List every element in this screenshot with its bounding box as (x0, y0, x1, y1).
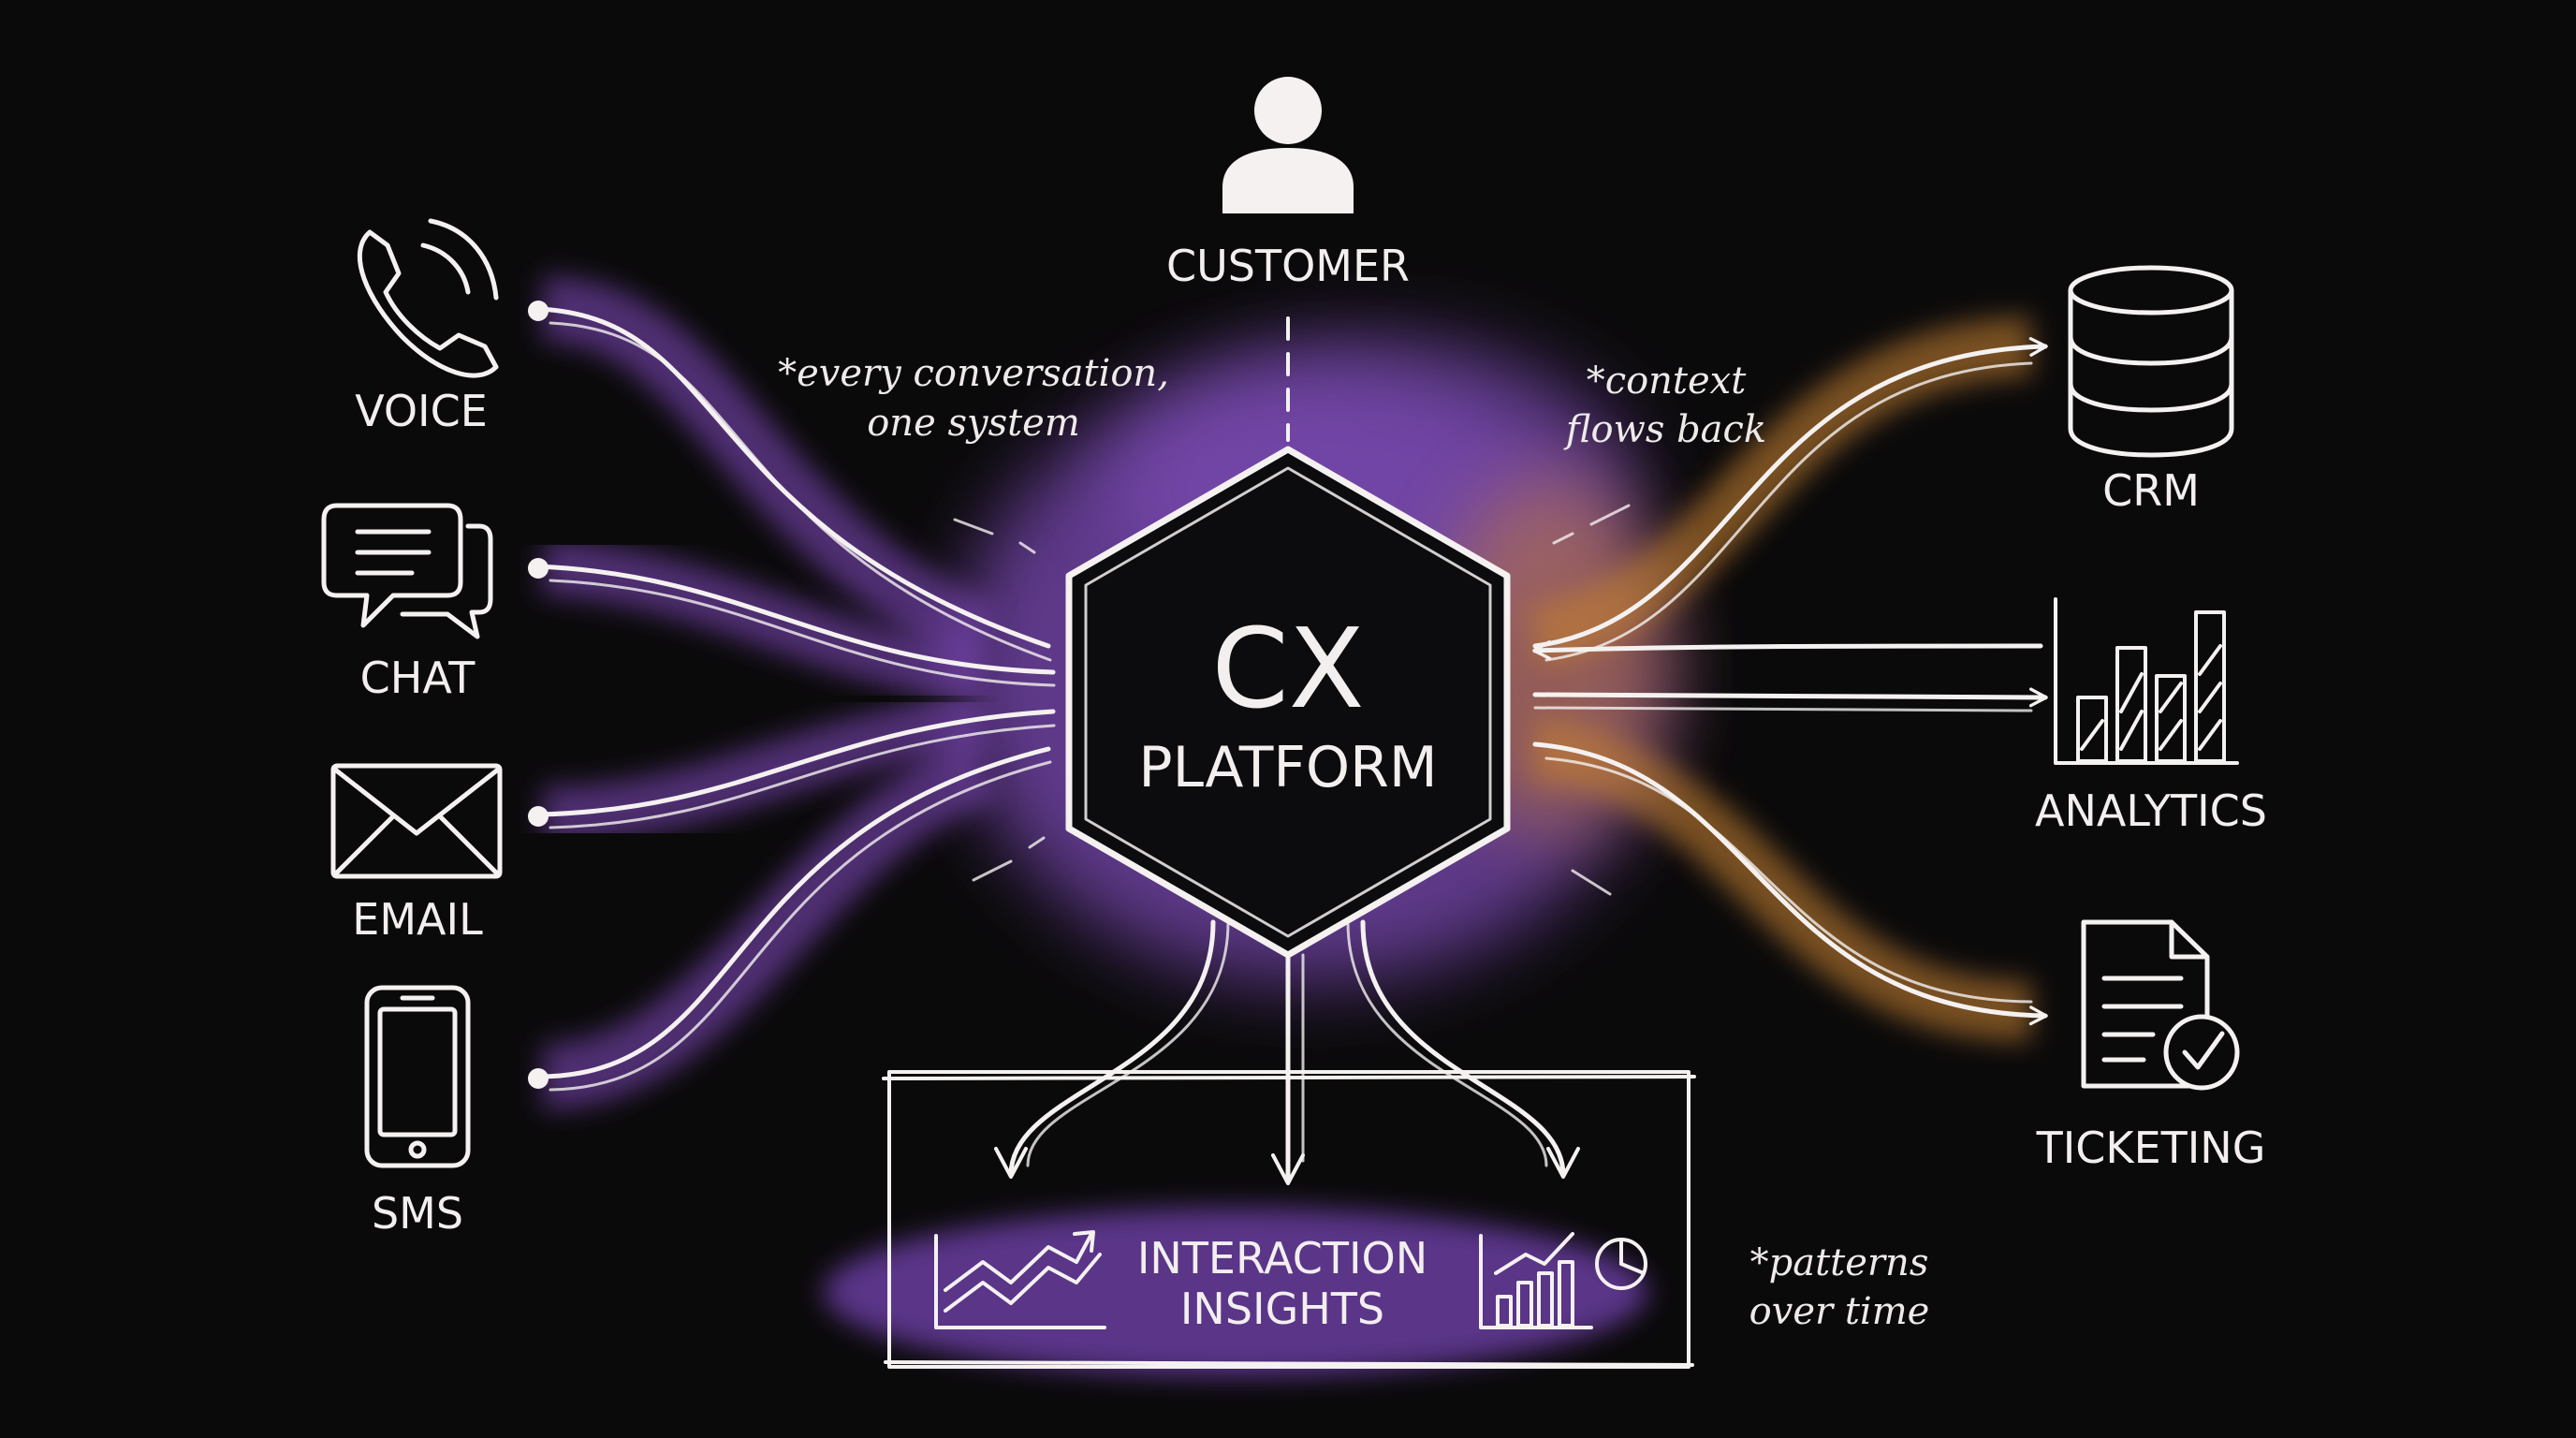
smartphone-icon (364, 985, 471, 1168)
sms-line-2 (549, 760, 1052, 1092)
inbound-lines (535, 306, 1056, 1092)
crm-arrow-2 (1544, 361, 2033, 662)
channel-label-chat: CHAT (360, 653, 476, 703)
person-icon (1222, 77, 1354, 213)
insights-title-line1: INTERACTION (1137, 1233, 1427, 1284)
envelope-icon (330, 763, 503, 879)
note-context-line1: *context (1587, 360, 1748, 403)
voice-line (535, 306, 1051, 649)
interaction-insights: INTERACTION INSIGHTS (882, 919, 1696, 1369)
system-label-ticketing: TICKETING (2036, 1123, 2266, 1173)
hexagon-ticks (953, 504, 1631, 896)
annotations: *every conversation, one system *context… (778, 352, 1929, 1333)
chat-dot (528, 558, 549, 579)
note-every-conversation-line1: *every conversation, (778, 352, 1169, 395)
channel-label-sms: SMS (372, 1188, 463, 1239)
email-line-2 (549, 724, 1056, 829)
chat-line (535, 564, 1056, 675)
channel-dots (528, 301, 549, 1089)
email-dot (528, 806, 549, 827)
note-patterns-line2: over time (1749, 1290, 1930, 1333)
channel-chat: CHAT (321, 503, 493, 703)
note-patterns-line1: *patterns (1750, 1241, 1929, 1284)
channel-email: EMAIL (330, 763, 503, 945)
customer-label: CUSTOMER (1166, 241, 1410, 291)
chart-pie-icon (1479, 1232, 1647, 1329)
insights-arrow-left (994, 919, 1216, 1179)
phone-icon (358, 218, 499, 378)
sms-line (535, 746, 1051, 1079)
outbound-arrows (1532, 337, 2048, 1026)
insights-title-line2: INSIGHTS (1180, 1284, 1384, 1334)
hexagon-inner-outline (1084, 466, 1492, 938)
analytics-arrow (1532, 687, 2048, 708)
chat-bubbles-icon (321, 503, 493, 639)
note-every-conversation-line2: one system (867, 402, 1080, 445)
channel-sms: SMS (364, 985, 471, 1239)
voice-line-2 (549, 321, 1052, 662)
ticketing-arrow-2 (1544, 756, 2033, 1004)
system-ticketing: TICKETING (2036, 919, 2266, 1173)
note-context-line2: flows back (1563, 408, 1766, 451)
system-analytics: ANALYTICS (2035, 597, 2267, 836)
database-icon (2068, 265, 2234, 458)
system-crm: CRM (2068, 265, 2234, 516)
channel-label-email: EMAIL (352, 894, 483, 945)
bar-chart-icon (2054, 597, 2239, 765)
insights-feed-arrows (994, 919, 1580, 1185)
email-line (535, 709, 1056, 817)
ticketing-arrow (1532, 741, 2048, 1026)
crm-arrow (1532, 337, 2048, 649)
sms-dot (528, 1068, 549, 1089)
trend-up-icon (934, 1230, 1106, 1329)
chat-line-2 (549, 579, 1056, 687)
purple-wash-insights (824, 1208, 1647, 1376)
voice-dot (528, 301, 549, 321)
center-title: CX (1211, 604, 1364, 733)
document-check-icon (2081, 919, 2240, 1091)
center-subtitle: PLATFORM (1138, 735, 1437, 800)
channel-voice: VOICE (355, 218, 499, 436)
ticketing-streak (1530, 719, 2032, 1041)
system-label-crm: CRM (2102, 465, 2200, 516)
customer-node: CUSTOMER (1166, 77, 1410, 442)
insights-arrow-right (1360, 919, 1580, 1179)
analytics-arrow-2 (1533, 706, 2033, 712)
system-label-analytics: ANALYTICS (2035, 785, 2267, 836)
cx-platform-hexagon: CX PLATFORM (953, 446, 1631, 959)
context-return-arrow (1532, 640, 2043, 660)
channel-label-voice: VOICE (355, 386, 488, 436)
